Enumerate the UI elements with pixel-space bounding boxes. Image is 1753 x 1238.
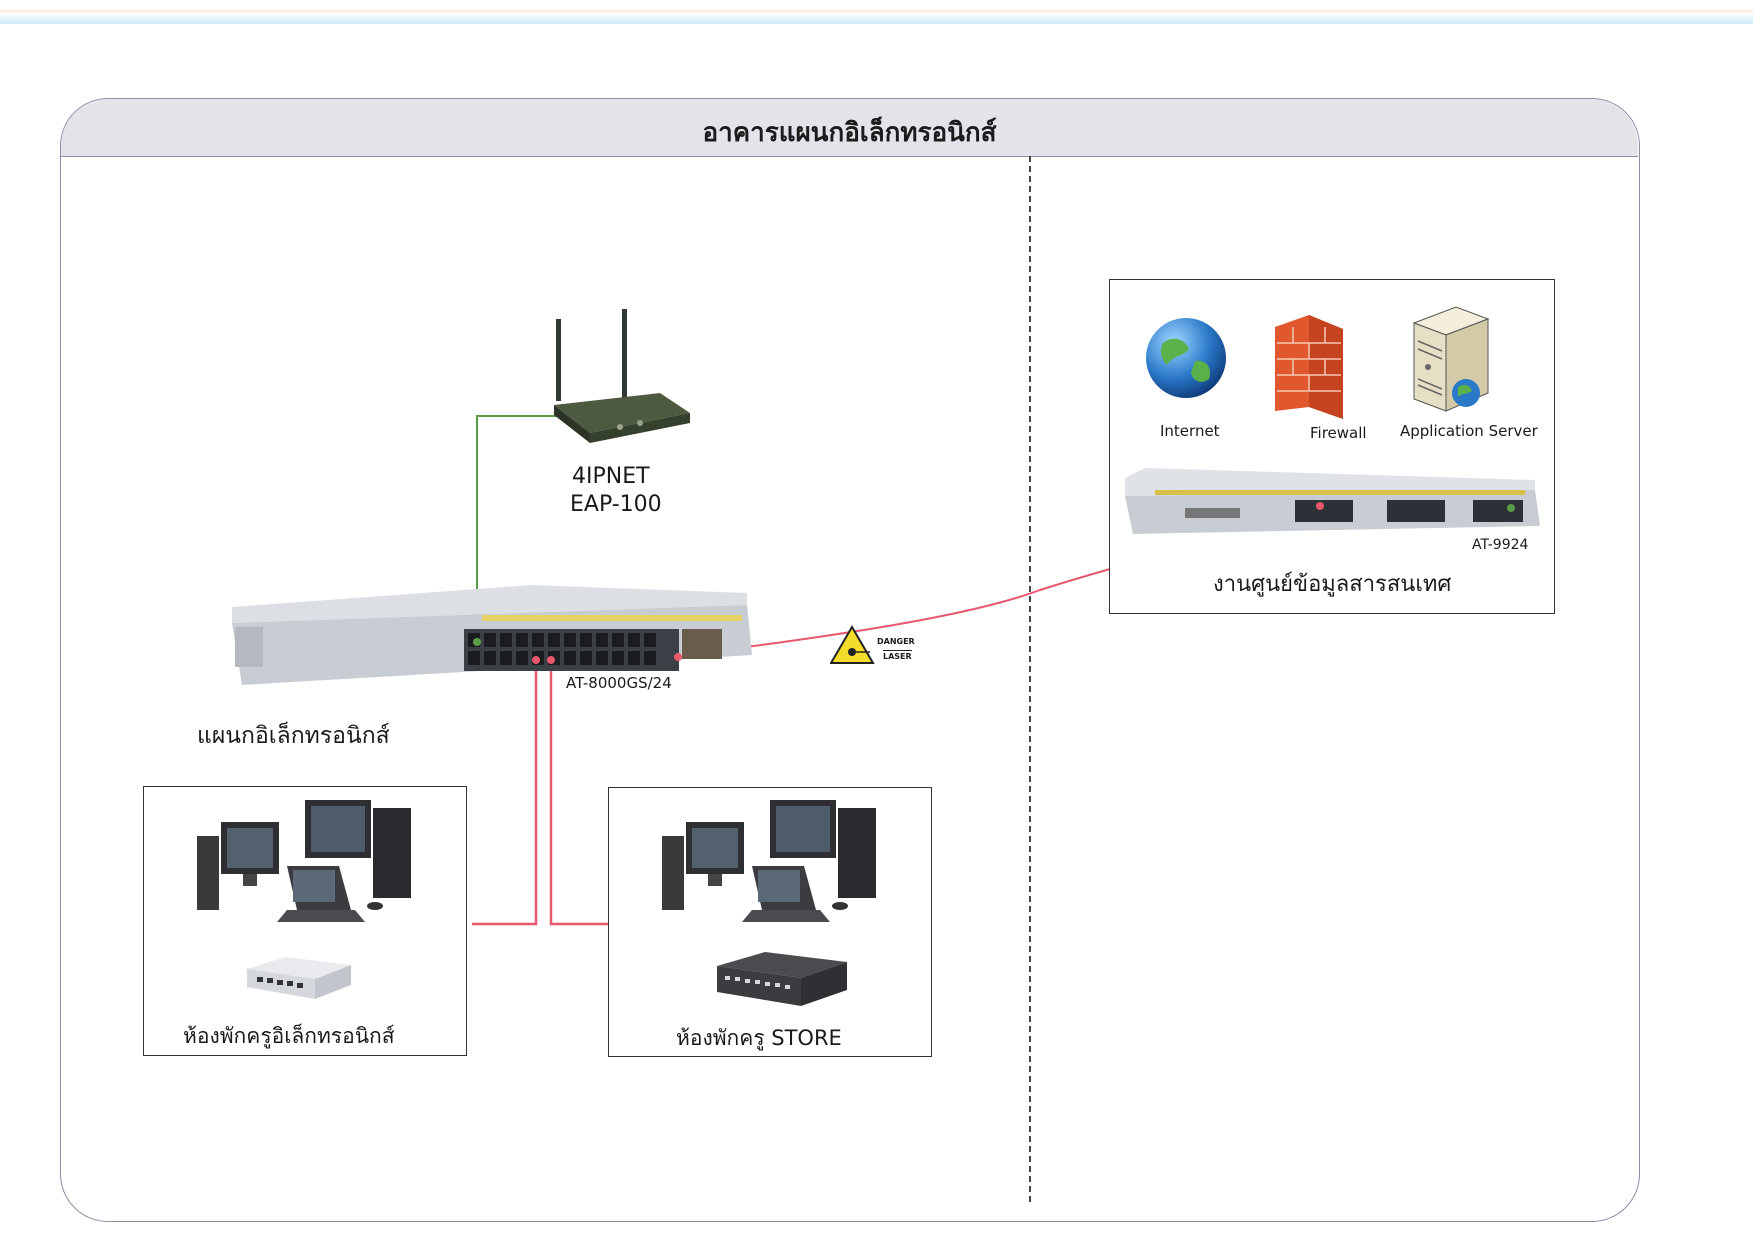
access-point-model: EAP-100 (570, 492, 662, 517)
core-switch-icon (1125, 468, 1540, 534)
building-title: อาคารแผนกอิเล็กทรอนิกส์ (702, 118, 997, 148)
network-switch-icon (232, 585, 752, 685)
application-server-icon (1408, 305, 1493, 419)
laser-sign-line1: DANGER (877, 637, 915, 646)
link-switch-to-room-1 (472, 660, 538, 926)
room-2-switch-icon (715, 950, 850, 1014)
laser-warning-icon (829, 625, 875, 669)
room-2-computers (660, 798, 890, 932)
link-ap-to-switch (476, 415, 565, 652)
link-switch-to-room-2 (549, 660, 615, 926)
firewall-label: Firewall (1310, 424, 1367, 442)
laser-sign-line2: LASER (883, 650, 912, 661)
room-1-label: ห้องพักครูอิเล็กทรอนิกส์ (183, 1024, 395, 1048)
internet-label: Internet (1160, 422, 1220, 440)
datacenter-room-label: งานศูนย์ข้อมูลสารสนเทศ (1213, 572, 1452, 597)
main-switch-model: AT-8000GS/24 (566, 674, 672, 692)
building-header-bar (61, 99, 1638, 157)
internet-globe-icon (1143, 315, 1229, 405)
zone-divider (1029, 156, 1031, 1202)
main-switch-location: แผนกอิเล็กทรอนิกส์ (197, 723, 390, 749)
core-switch-model: AT-9924 (1472, 537, 1529, 553)
room-2-label: ห้องพักครู STORE (676, 1026, 842, 1050)
access-point-name: 4IPNET (572, 464, 650, 489)
firewall-icon (1275, 315, 1345, 424)
room-1-switch-icon (245, 955, 355, 1009)
room-1-computers (195, 798, 425, 932)
computer-cluster-icon (662, 800, 876, 922)
core-switch-device (1125, 468, 1545, 542)
main-switch-device (232, 585, 752, 694)
application-server-label: Application Server (1400, 422, 1538, 440)
computer-cluster-icon (197, 800, 411, 922)
top-accent-line (0, 10, 1753, 24)
access-point-device (550, 305, 695, 449)
wireless-ap-icon (554, 309, 690, 443)
